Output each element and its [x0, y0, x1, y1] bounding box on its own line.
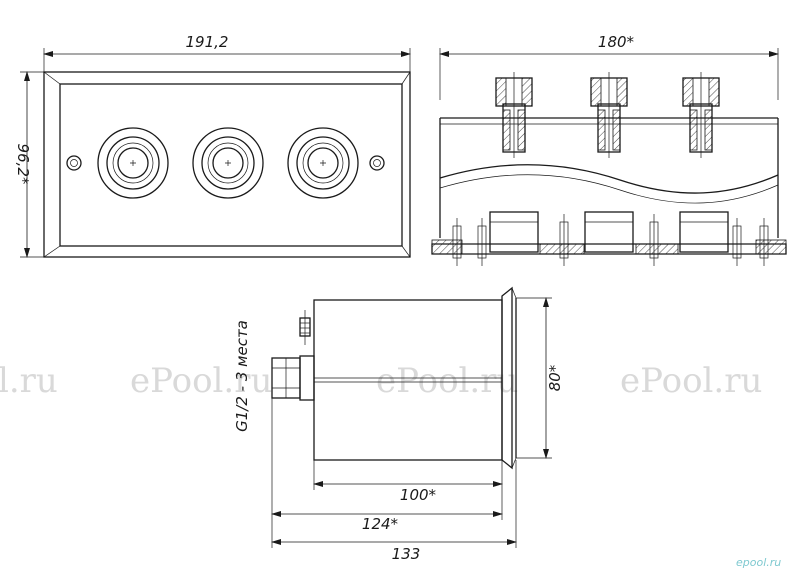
dim-top-width-label: 180* — [598, 33, 635, 51]
front-plate-outer — [43, 71, 411, 258]
front-nozzle-1 — [97, 127, 169, 199]
watermark-3: ePool.ru — [376, 361, 518, 401]
section-fitting-2 — [590, 72, 628, 158]
thread-note-label: G1/2 - 3 места — [233, 320, 251, 432]
side-view: G1/2 - 3 места 80* 100* 124* 133 — [233, 286, 564, 563]
dim-total-mid-label: 124* — [362, 515, 399, 533]
section-fitting-1 — [495, 72, 533, 158]
dim-side-height-label: 80* — [546, 364, 564, 391]
watermark-4: ePool.ru — [620, 361, 762, 401]
front-screw-right — [369, 155, 385, 171]
watermark-1: l.ru — [0, 361, 58, 401]
watermark-2: ePool.ru — [130, 361, 272, 401]
dim-front-width-label: 191,2 — [186, 33, 229, 51]
watermarks: l.ru ePool.ru ePool.ru ePool.ru — [0, 361, 762, 401]
front-screw-left — [66, 155, 82, 171]
section-nozzle-housing-1 — [489, 211, 539, 253]
dim-total-full-label: 133 — [392, 545, 421, 563]
side-connector-flange — [299, 355, 315, 401]
front-plate-inner — [59, 83, 403, 247]
section-view: 180* — [431, 33, 787, 266]
dim-front-height-label: 96,2* — [14, 144, 32, 185]
section-nozzle-housing-3 — [679, 211, 729, 253]
front-nozzle-3 — [287, 127, 359, 199]
epool-logo: epool.ru — [736, 556, 781, 569]
dim-body-depth-label: 100* — [400, 486, 437, 504]
front-nozzle-2 — [192, 127, 264, 199]
section-fitting-3 — [682, 72, 720, 158]
section-nozzle-housing-2 — [584, 211, 634, 253]
front-view: 191,2 96,2* — [14, 33, 411, 258]
